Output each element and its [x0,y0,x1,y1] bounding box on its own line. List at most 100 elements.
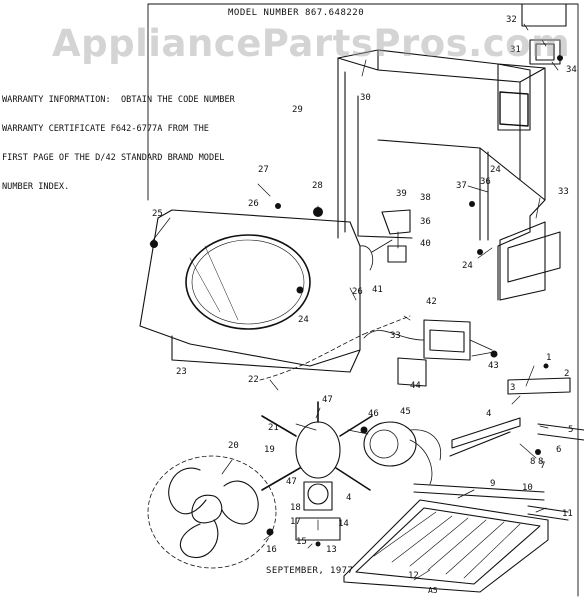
callout-34: 34 [566,65,577,75]
base-pan-ribs [373,511,521,579]
callout-22: 22 [248,375,259,385]
callout-9: 9 [490,479,495,489]
motor-leads [409,429,442,485]
warranty-information: WARRANTY INFORMATION: OBTAIN THE CODE NU… [2,77,235,211]
screw-1 [543,363,549,369]
callout-1: 1 [546,353,551,363]
callout-43: 43 [488,361,499,371]
callout-11: 11 [562,509,573,519]
screw-13 [315,541,321,547]
callout-26: 26 [352,287,363,297]
lower-bracket [295,481,341,541]
cover-plate [397,357,427,387]
callout-4: 4 [486,409,491,419]
front-panel-opening [185,234,311,330]
screw-16 [266,528,274,536]
screw-24a [296,286,304,294]
callout-39: 39 [396,189,407,199]
rail-5 [537,423,584,441]
front-panel-opening-inner [191,239,305,325]
callout-20: 20 [228,441,239,451]
motor-end [369,429,399,459]
page-code: A5 [428,586,438,595]
callout-29: 29 [292,105,303,115]
model-number: MODEL NUMBER 867.648220 [228,8,365,18]
callout-33: 33 [558,187,569,197]
warranty-line: FIRST PAGE OF THE D/42 STANDARD BRAND MO… [2,152,225,163]
side-panel [507,231,561,283]
callout-42: 42 [426,297,437,307]
capacitor-clamp [307,483,329,505]
grommet-28 [313,207,323,217]
callout-18: 18 [290,503,301,513]
rail-9-10 [413,483,569,521]
revision-date: SEPTEMBER, 1977 [266,566,354,576]
bracket-32 [521,3,567,27]
base-pan [343,499,549,593]
warranty-line: WARRANTY CERTIFICATE F642-6777A FROM THE [2,123,209,134]
callout-12: 12 [408,571,419,581]
motor-mount-arms [261,401,373,491]
callout-21: 21 [268,423,279,433]
callout-44: 44 [410,381,421,391]
front-panel [139,209,361,373]
screw-34 [557,55,563,61]
frame-line [147,3,579,597]
cabinet-window [499,91,529,127]
screw-43 [490,350,498,358]
control-wires [359,231,399,271]
rail-2 [507,377,571,395]
screw-26a [275,203,281,209]
callout-8: 8 [530,457,535,467]
callout-15: 15 [296,537,307,547]
callout-40: 40 [420,239,431,249]
callout-14: 14 [338,519,349,529]
callout-6: 6 [556,445,561,455]
callout-41: 41 [372,285,383,295]
wire-dashed [259,315,411,381]
callout-16: 16 [266,545,277,555]
fan-blade-outline [147,455,277,569]
callout-13: 13 [326,545,337,555]
control-wires-lower [363,330,493,351]
cabinet-side-panel [497,63,546,301]
screw-46 [360,426,368,434]
callout-36: 36 [480,177,491,187]
motor-body [363,421,417,467]
screw-25 [150,240,158,248]
motor-mount-ring [295,421,341,479]
fan-blade [168,467,259,559]
screw-37 [469,201,475,207]
callout-10: 10 [522,483,533,493]
callout-8: 8 [538,457,543,467]
callout-24: 24 [298,315,309,325]
callout-37: 37 [456,181,467,191]
callout-28: 28 [312,181,323,191]
callout-24: 24 [490,165,501,175]
callout-7: 7 [540,461,545,471]
capacitor [529,39,561,65]
callout-23: 23 [176,367,187,377]
callout-17: 17 [290,517,301,527]
callout-4: 4 [346,493,351,503]
callout-46: 46 [368,409,379,419]
grille-shade [189,245,239,321]
callout-33: 33 [390,331,401,341]
callout-31: 31 [510,45,521,55]
cabinet-outline [337,49,546,301]
callout-38: 38 [420,193,431,203]
callout-24: 24 [462,261,473,271]
callout-47: 47 [286,477,297,487]
screw-7 [535,449,541,455]
callout-2: 2 [564,369,569,379]
control-box [423,319,471,361]
rail-4 [449,417,521,457]
callout-30: 30 [360,93,371,103]
callout-3: 3 [510,383,515,393]
warranty-line: WARRANTY INFORMATION: OBTAIN THE CODE NU… [2,95,235,106]
callout-25: 25 [152,209,163,219]
callout-26: 26 [248,199,259,209]
